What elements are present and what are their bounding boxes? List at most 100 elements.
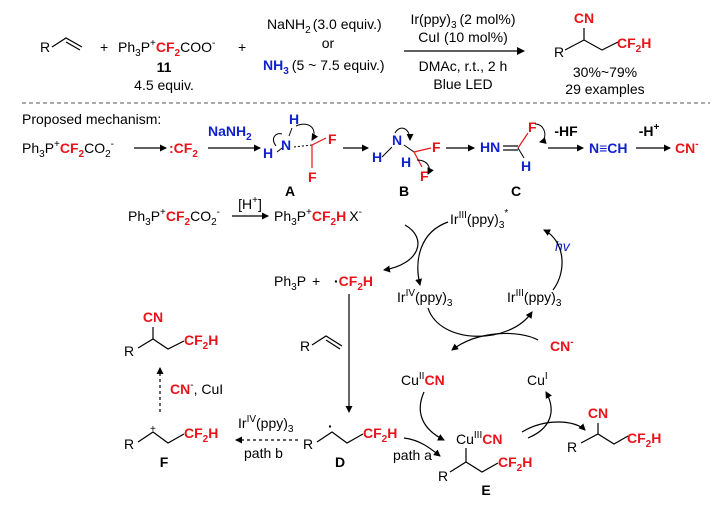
cu2-cn: CuIICN — [401, 371, 445, 388]
svg-text:F: F — [432, 139, 441, 155]
svg-text:CF2H: CF2H — [627, 430, 661, 450]
svg-text:R: R — [567, 439, 577, 455]
reagent-formula: Ph3P+CF2COO- — [118, 38, 215, 59]
cf2h-radical-line: Ph3P+ ·CF2H — [274, 273, 373, 293]
svg-text:F: F — [528, 119, 537, 135]
alkene-substrate: R — [40, 37, 83, 55]
intermediate-c: HN F H C — [480, 119, 547, 199]
svg-text:N: N — [281, 137, 291, 153]
cf2h-radical: ·CF2H — [334, 273, 373, 293]
svg-text:H: H — [372, 149, 382, 165]
conditions-line2: Blue LED — [433, 76, 492, 92]
ir3: IrIII(ppy)3 — [507, 288, 562, 309]
intermediate-a: H N H F F A — [263, 111, 337, 199]
cu1: CuI — [527, 371, 548, 388]
nanh2-label: NaNH2 — [208, 123, 252, 143]
product-f-top: CN R CF2H — [124, 309, 218, 359]
difluorocarbene: :CF2 — [169, 140, 198, 160]
mechanism-row1: Ph3P+CF2CO2- :CF2 NaNH2 H N H F F A H N … — [22, 111, 699, 199]
cycle-product: CN R CF2H — [567, 405, 661, 455]
conditions: Ir(ppy)3(2 mol%) CuI (10 mol%) DMAc, r.t… — [404, 11, 525, 92]
product-cf2h: CF2H — [617, 35, 651, 55]
path-b: IrIV(ppy)3 path b — [235, 414, 298, 461]
cn-cui-reagent: CN-, CuI — [170, 380, 223, 397]
nanh2-line: NaNH2(3.0 equiv.) — [267, 16, 382, 36]
svg-text:R: R — [124, 343, 134, 359]
catalyst-ir: Ir(ppy)3(2 mol%) — [410, 11, 515, 31]
minus-hf: -HF — [554, 123, 578, 139]
label-c: C — [511, 183, 521, 199]
row2-start: Ph3P+CF2CO2- — [128, 207, 220, 228]
label-f: F — [160, 454, 169, 470]
cyanide-in: CN- — [550, 337, 574, 354]
yield-range: 30%~79% — [573, 64, 637, 80]
label-b: B — [399, 183, 409, 199]
svg-text:H: H — [263, 145, 273, 161]
svg-text:CF2H: CF2H — [498, 454, 532, 474]
label-e: E — [481, 482, 490, 498]
base-reagents: NaNH2(3.0 equiv.) or NH3(5 ~ 7.5 equiv.) — [263, 16, 385, 77]
alkene-r-label: R — [40, 39, 50, 55]
svg-text:CF2H: CF2H — [363, 425, 397, 445]
plus-sign: + — [100, 39, 108, 55]
svg-text:+: + — [150, 424, 156, 435]
label-d: D — [335, 454, 345, 470]
conditions-line1: DMAc, r.t., 2 h — [419, 58, 508, 74]
catalyst-cu: CuI (10 mol%) — [418, 29, 507, 45]
or-text: or — [322, 35, 335, 51]
complex-e: CuIIICN R CF2H E — [438, 430, 532, 498]
plus-sign: + — [238, 39, 246, 55]
svg-text:R: R — [438, 468, 448, 484]
path-a-label: path a — [393, 447, 432, 463]
svg-text:R: R — [303, 436, 313, 452]
svg-text:F: F — [420, 168, 429, 184]
iridium-cycle: IrIII(ppy)3* hv IrIV(ppy)3 IrIII(ppy)3 — [383, 208, 571, 337]
svg-text:CF2H: CF2H — [184, 332, 218, 352]
top-reaction: R + Ph3P+CF2COO- 11 4.5 equiv. + NaNH2(3… — [40, 10, 651, 97]
cation-f: R + CF2H F — [124, 424, 218, 470]
reagent-equiv: 4.5 equiv. — [134, 77, 194, 93]
svg-text:CN: CN — [588, 405, 608, 421]
svg-text:CN: CN — [143, 309, 163, 325]
svg-text:H: H — [289, 111, 299, 127]
path-a: path a — [393, 437, 441, 463]
radical-d: R · CF2H D — [303, 418, 397, 470]
nh3-line: NH3(5 ~ 7.5 equiv.) — [263, 57, 385, 77]
svg-text:N: N — [392, 132, 402, 148]
product-cn: CN — [574, 10, 594, 26]
product-r: R — [554, 44, 564, 60]
proton-label: [H+] — [238, 195, 262, 212]
svg-text:R: R — [124, 436, 134, 452]
label-a: A — [285, 183, 295, 199]
reagent-number: 11 — [157, 59, 172, 75]
ir3-excited: IrIII(ppy)3* — [450, 208, 508, 231]
svg-text:H: H — [401, 154, 411, 170]
hv-label: hv — [555, 238, 571, 254]
alkene-middle: R — [300, 335, 343, 354]
copper-cycle: CN- CuIICN CuI — [401, 332, 586, 441]
path-b-ir4: IrIV(ppy)3 — [238, 414, 294, 435]
path-b-label: path b — [244, 445, 283, 461]
ir4: IrIV(ppy)3 — [397, 288, 453, 309]
cyanide: CN- — [675, 139, 699, 156]
examples-count: 29 examples — [565, 81, 644, 97]
svg-text:F: F — [328, 131, 337, 147]
mechanism-title: Proposed mechanism: — [22, 111, 161, 127]
reagent-11: Ph3P+CF2COO- 11 4.5 equiv. — [118, 38, 215, 93]
minus-h-plus: -H+ — [639, 122, 660, 139]
row1-start: Ph3P+CF2CO2- — [22, 139, 114, 160]
top-product: CN R CF2H 30%~79% 29 examples — [554, 10, 651, 97]
svg-text:CF2H: CF2H — [184, 425, 218, 445]
svg-text:·: · — [328, 418, 333, 434]
e-cu3-cn: CuIIICN — [456, 430, 502, 447]
svg-text:H: H — [521, 158, 531, 174]
svg-text:HN: HN — [480, 139, 500, 155]
hcn: N≡CH — [589, 140, 628, 156]
ph3p-byproduct: Ph3P+ — [274, 273, 320, 293]
svg-text:R: R — [300, 338, 310, 354]
intermediate-b: H N H F F B — [372, 127, 441, 199]
svg-text:F: F — [308, 169, 317, 185]
